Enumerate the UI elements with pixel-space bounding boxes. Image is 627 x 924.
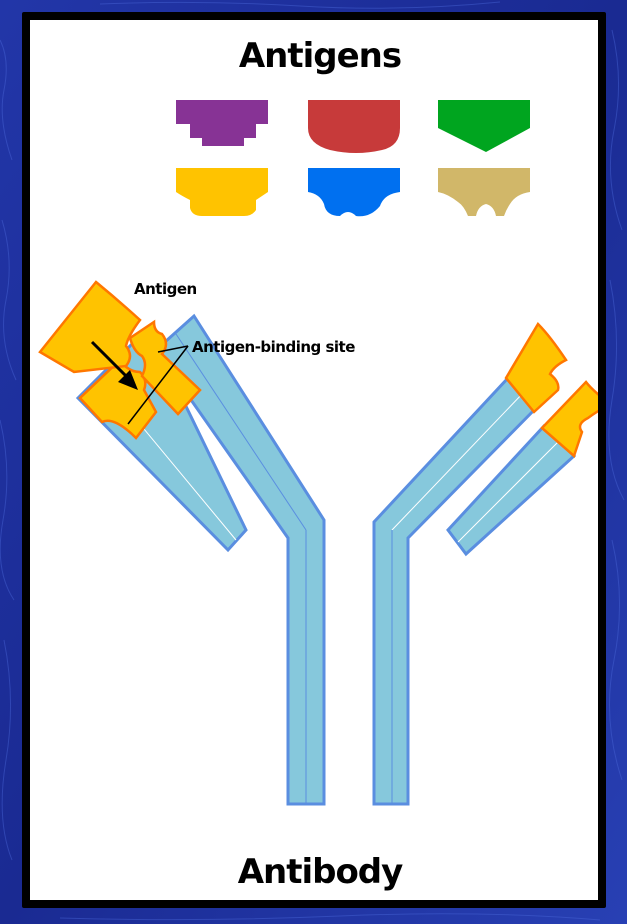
diagram-panel: Antigens Antigen Antigen-binding site An…	[30, 20, 598, 900]
antibody-diagram	[38, 100, 598, 806]
antigen-shape-tan	[438, 168, 530, 216]
antigen-shape-blue	[308, 168, 400, 217]
binding-site-leader-lines	[127, 345, 189, 425]
right-light-binding-site	[540, 380, 598, 459]
left-heavy-binding-site	[128, 319, 202, 416]
right-heavy-binding-site	[504, 321, 568, 414]
left-light-binding-site	[78, 358, 158, 440]
antigen-shape-yellow	[176, 168, 268, 216]
free-antigen	[38, 280, 142, 374]
antigen-binding-site-label: Antigen-binding site	[192, 338, 355, 356]
right-heavy-chain	[372, 375, 543, 806]
antigen-shape-purple	[176, 100, 268, 146]
antigen-shape-green	[438, 100, 530, 152]
antigens-title: Antigens	[238, 36, 402, 76]
antigen-shape-red	[308, 100, 400, 153]
binding-arrow	[90, 340, 138, 390]
antigen-label: Antigen	[134, 280, 197, 298]
antibody-title: Antibody	[237, 852, 404, 892]
